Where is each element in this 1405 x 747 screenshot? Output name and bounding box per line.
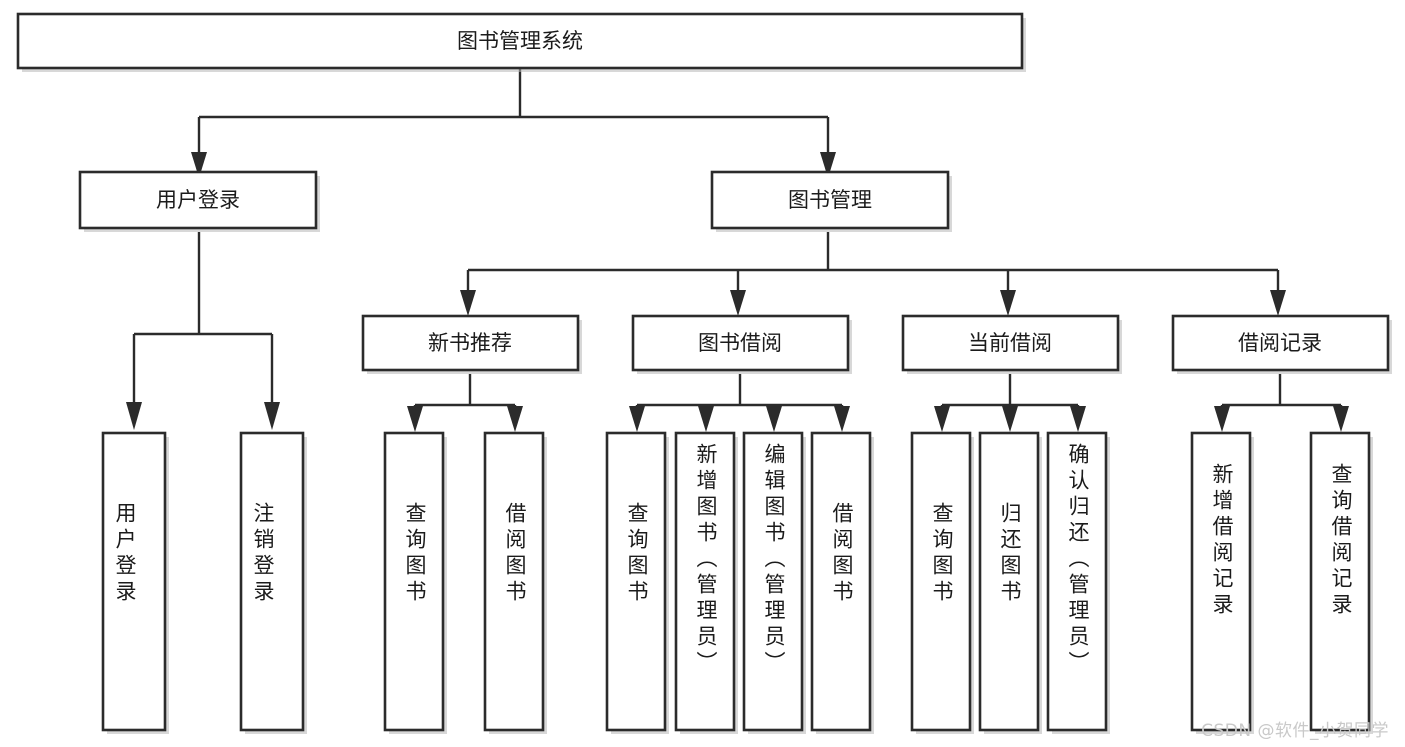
node-root-label: 图书管理系统 bbox=[457, 29, 583, 53]
leaf-user-login[interactable] bbox=[101, 431, 167, 732]
node-book-manage-label: 图书管理 bbox=[788, 188, 872, 212]
edge-bookmanage-bus bbox=[466, 232, 1280, 296]
arrow-to-leaf-edit-book bbox=[766, 406, 782, 432]
arrow-to-user-login bbox=[191, 152, 207, 178]
node-current-borrow-label: 当前借阅 bbox=[968, 331, 1052, 355]
leaf-confirm-return[interactable] bbox=[1046, 431, 1108, 732]
edge-bookborrow-bus bbox=[635, 374, 844, 415]
node-new-book-recommend-label: 新书推荐 bbox=[428, 331, 512, 355]
arrow-to-leaf-confirm-return bbox=[1070, 406, 1086, 432]
leaf-query-book-1[interactable] bbox=[383, 431, 445, 732]
edge-newbook-bus bbox=[413, 374, 517, 415]
leaf-borrow-book-2[interactable] bbox=[810, 431, 872, 732]
arrow-to-leaf-borrow-book-1 bbox=[507, 406, 523, 432]
arrow-to-borrow-record bbox=[1270, 290, 1286, 316]
arrow-to-book-manage bbox=[820, 152, 836, 178]
arrow-to-leaf-add-book bbox=[698, 406, 714, 432]
arrow-to-leaf-query-book-2 bbox=[629, 406, 645, 432]
node-user-login-label: 用户登录 bbox=[156, 188, 240, 212]
node-root[interactable] bbox=[16, 12, 1024, 70]
arrow-to-leaf-query-book-1 bbox=[407, 406, 423, 432]
edge-borrowrecord-bus bbox=[1220, 374, 1343, 415]
edges-layer bbox=[126, 68, 1349, 432]
leaf-query-book-3[interactable] bbox=[910, 431, 972, 732]
leaf-query-book-2[interactable] bbox=[605, 431, 667, 732]
node-book-manage[interactable] bbox=[710, 170, 950, 230]
arrow-to-leaf-borrow-book-2 bbox=[834, 406, 850, 432]
node-borrow-record-label: 借阅记录 bbox=[1238, 331, 1322, 355]
leaf-query-record[interactable] bbox=[1309, 431, 1371, 732]
arrow-to-leaf-return-book bbox=[1002, 406, 1018, 432]
edge-root-bus bbox=[197, 68, 830, 162]
leaf-edit-book[interactable] bbox=[742, 431, 804, 732]
leaf-return-book[interactable] bbox=[978, 431, 1040, 732]
arrow-to-leaf-user-login bbox=[126, 402, 142, 430]
arrow-to-leaf-query-book-3 bbox=[934, 406, 950, 432]
node-new-book-recommend[interactable] bbox=[361, 314, 580, 372]
nodes-layer: 图书管理系统 用户登录 图书管理 新书推荐 图书借阅 当前借阅 借阅记录 bbox=[16, 12, 1392, 734]
node-book-borrow[interactable] bbox=[631, 314, 850, 372]
watermark-text: CSDN @软件_小贺同学 bbox=[1201, 721, 1389, 741]
arrow-to-leaf-add-record bbox=[1214, 406, 1230, 432]
arrow-to-leaf-query-record bbox=[1333, 406, 1349, 432]
edge-userlogin-bus bbox=[132, 232, 274, 404]
arrow-to-current-borrow bbox=[1000, 290, 1016, 316]
arrow-to-book-borrow bbox=[730, 290, 746, 316]
leaf-logout[interactable] bbox=[239, 431, 305, 732]
arrow-to-new-book-rec bbox=[460, 290, 476, 316]
node-book-borrow-label: 图书借阅 bbox=[698, 331, 782, 355]
node-borrow-record[interactable] bbox=[1171, 314, 1390, 372]
node-current-borrow[interactable] bbox=[901, 314, 1120, 372]
node-user-login[interactable] bbox=[78, 170, 318, 230]
arrow-to-leaf-logout bbox=[264, 402, 280, 430]
leaf-add-record[interactable] bbox=[1190, 431, 1252, 732]
leaf-borrow-book-1[interactable] bbox=[483, 431, 545, 732]
leaf-add-book[interactable] bbox=[674, 431, 736, 732]
